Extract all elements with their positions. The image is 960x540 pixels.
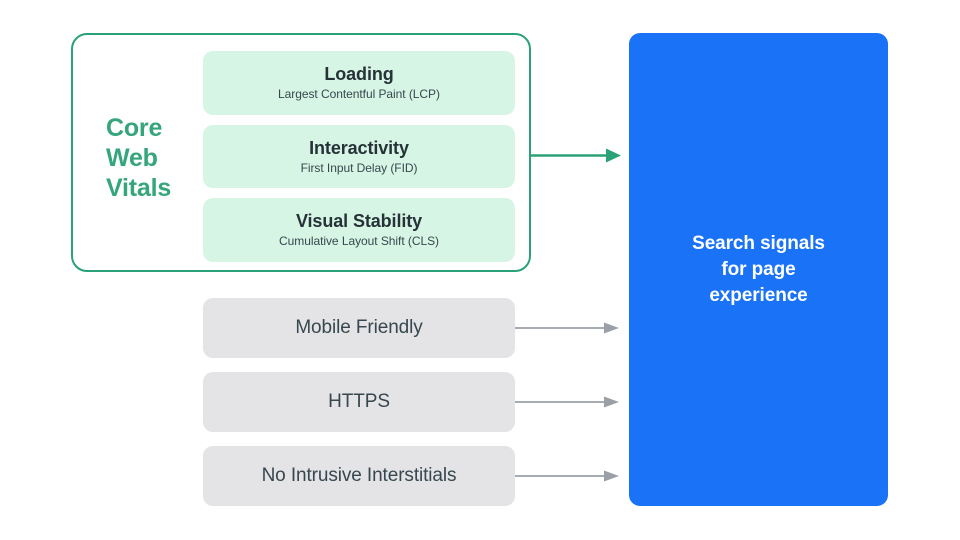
core-web-vitals-group	[71, 33, 531, 272]
vital-subtitle-loading: Largest Contentful Paint (LCP)	[278, 87, 440, 101]
vital-card-loading[interactable]: Loading Largest Contentful Paint (LCP)	[203, 51, 515, 115]
signal-label-mobile-friendly: Mobile Friendly	[295, 317, 423, 338]
vital-title-visual-stability: Visual Stability	[295, 211, 423, 231]
vital-card-interactivity[interactable]: Interactivity First Input Delay (FID)	[203, 125, 515, 188]
https-arrow	[515, 396, 619, 408]
signal-card-https[interactable]: HTTPS	[203, 372, 515, 432]
interstitials-arrow	[515, 470, 619, 482]
mobile-friendly-arrow	[515, 322, 619, 334]
signal-card-mobile-friendly[interactable]: Mobile Friendly	[203, 298, 515, 358]
vital-subtitle-visual-stability: Cumulative Layout Shift (CLS)	[279, 234, 439, 248]
core-web-vitals-label: Core Web Vitals	[106, 114, 172, 202]
search-signals-outcome-box[interactable]: Search signals for page experience	[629, 33, 888, 506]
vital-title-loading: Loading	[324, 64, 394, 84]
signal-label-no-intrusive-interstitials: No Intrusive Interstitials	[261, 465, 457, 486]
signal-label-https: HTTPS	[328, 391, 390, 412]
core-web-vitals-arrow	[531, 148, 621, 163]
signal-card-no-intrusive-interstitials[interactable]: No Intrusive Interstitials	[203, 446, 515, 506]
vital-title-interactivity: Interactivity	[309, 137, 409, 158]
vital-subtitle-interactivity: First Input Delay (FID)	[300, 160, 418, 175]
search-signals-outcome-label: Search signals for page experience	[692, 232, 825, 306]
vital-card-visual-stability[interactable]: Visual Stability Cumulative Layout Shift…	[203, 198, 515, 262]
